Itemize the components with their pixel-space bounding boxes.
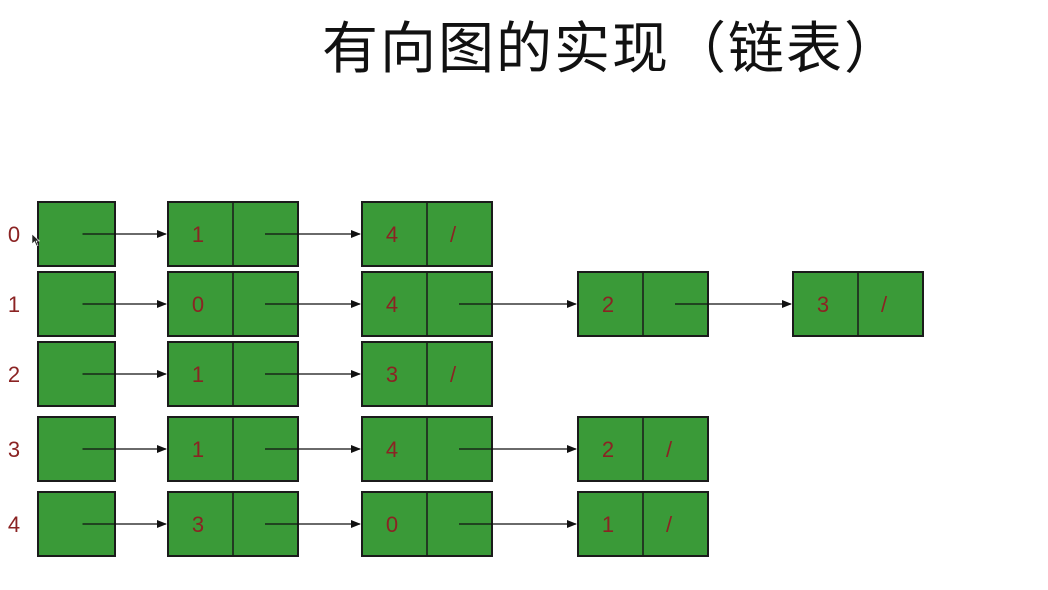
null-marker: /: [666, 437, 673, 462]
node-value: 3: [192, 512, 204, 537]
node-value: 0: [386, 512, 398, 537]
null-marker: /: [450, 222, 457, 247]
node-value: 0: [192, 292, 204, 317]
row-label: 3: [8, 437, 20, 462]
row-label: 4: [8, 512, 20, 537]
page-title: 有向图的实现（链表）: [322, 17, 902, 82]
null-marker: /: [881, 292, 888, 317]
node-value: 2: [602, 437, 614, 462]
mouse-cursor-icon: [32, 234, 40, 246]
node-value: 1: [192, 437, 204, 462]
node-value: 4: [386, 292, 398, 317]
head-box: [37, 271, 116, 337]
node-value: 2: [602, 292, 614, 317]
null-marker: /: [666, 512, 673, 537]
node-value: 1: [192, 362, 204, 387]
row-label: 0: [8, 222, 20, 247]
node-value: 4: [386, 222, 398, 247]
node-value: 4: [386, 437, 398, 462]
node-value: 3: [386, 362, 398, 387]
row-label: 1: [8, 292, 20, 317]
node-value: 3: [817, 292, 829, 317]
null-marker: /: [450, 362, 457, 387]
node-value: 1: [602, 512, 614, 537]
node-value: 1: [192, 222, 204, 247]
row-label: 2: [8, 362, 20, 387]
